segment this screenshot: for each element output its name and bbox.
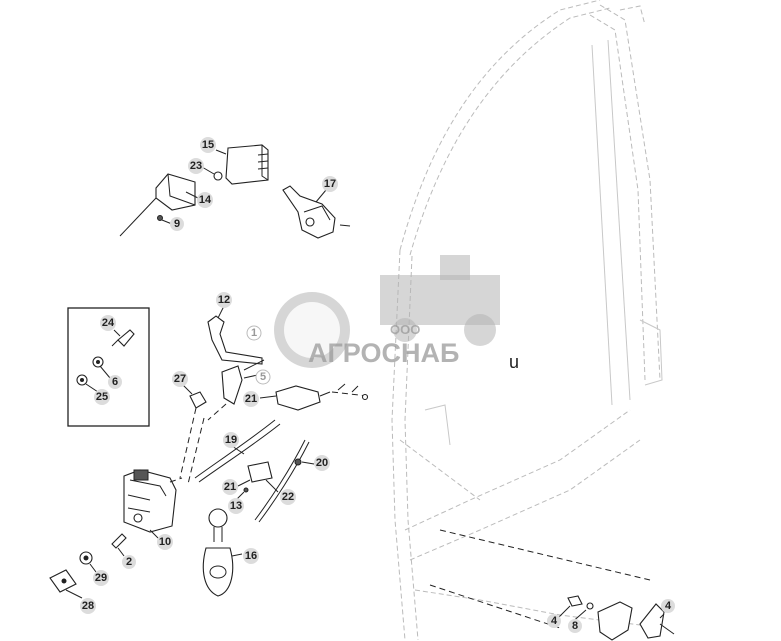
- callout-23: 23: [188, 158, 204, 174]
- lock-body: [123, 469, 177, 533]
- svg-text:17: 17: [324, 178, 336, 190]
- step-assembly: [567, 595, 675, 641]
- svg-text:8: 8: [572, 620, 578, 632]
- washer: [586, 602, 594, 610]
- svg-text:29: 29: [95, 572, 107, 584]
- svg-text:14: 14: [199, 194, 212, 206]
- bolt: [189, 391, 207, 409]
- svg-text:23: 23: [190, 160, 202, 172]
- svg-text:15: 15: [202, 139, 214, 151]
- bracket: [155, 173, 196, 211]
- callout-5: 5: [255, 369, 271, 385]
- callout-28: 28: [80, 598, 96, 614]
- callout-4b: 4: [661, 599, 675, 613]
- svg-text:5: 5: [260, 371, 266, 383]
- callout-15: 15: [200, 137, 216, 153]
- svg-text:21: 21: [245, 393, 257, 405]
- callout-9: 9: [170, 217, 184, 231]
- bracket: [597, 601, 633, 641]
- callout-29: 29: [93, 570, 109, 586]
- screw: [243, 487, 249, 493]
- bracket: [639, 603, 665, 639]
- callout-21b: 21: [222, 479, 238, 495]
- callout-19: 19: [223, 432, 239, 448]
- clamp: [247, 461, 273, 483]
- switch: [275, 385, 321, 411]
- callout-2: 2: [122, 555, 136, 569]
- callout-27: 27: [172, 371, 188, 387]
- svg-text:9: 9: [174, 218, 180, 230]
- pin: [117, 329, 135, 347]
- leader-lines: [65, 149, 665, 625]
- svg-text:24: 24: [102, 317, 115, 329]
- clip: [294, 458, 302, 466]
- svg-text:12: 12: [218, 294, 230, 306]
- svg-text:6: 6: [112, 376, 118, 388]
- callout-4a: 4: [547, 614, 561, 628]
- callout-25: 25: [94, 389, 110, 405]
- svg-text:1: 1: [251, 327, 257, 339]
- bolt: [567, 595, 583, 607]
- svg-text:13: 13: [230, 500, 242, 512]
- stray-letter: u: [509, 352, 520, 372]
- watermark-prefix: ООО: [390, 322, 420, 337]
- callouts: 15 23 14 9 17 12 1 5 24 6 25 27 21 19 20…: [80, 137, 675, 633]
- callout-17: 17: [322, 176, 338, 192]
- svg-text:2: 2: [126, 556, 132, 568]
- callout-1: 1: [246, 325, 262, 341]
- callout-22: 22: [280, 489, 296, 505]
- cables: [194, 419, 310, 523]
- lock-assembly: [49, 469, 234, 597]
- nut: [213, 171, 223, 181]
- latch-mechanism: [179, 315, 369, 485]
- screw: [157, 215, 163, 221]
- svg-text:27: 27: [174, 373, 186, 385]
- callout-12: 12: [216, 292, 232, 308]
- rod: [207, 315, 263, 365]
- svg-text:4: 4: [665, 600, 672, 612]
- svg-text:10: 10: [159, 536, 171, 548]
- svg-text:16: 16: [245, 550, 257, 562]
- svg-text:20: 20: [316, 457, 328, 469]
- callout-24: 24: [100, 315, 116, 331]
- callout-13: 13: [228, 498, 244, 514]
- watermark-logo: ООО АГРОСНАБ: [274, 255, 500, 368]
- callout-8: 8: [568, 619, 582, 633]
- callout-20: 20: [314, 455, 330, 471]
- module-assembly: [119, 144, 351, 239]
- lever: [221, 365, 243, 405]
- svg-text:28: 28: [82, 600, 94, 612]
- svg-text:4: 4: [551, 615, 558, 627]
- ring: [208, 508, 228, 528]
- screw: [111, 533, 127, 549]
- svg-text:21: 21: [224, 481, 236, 493]
- svg-text:19: 19: [225, 434, 237, 446]
- svg-text:22: 22: [282, 491, 294, 503]
- callout-14: 14: [197, 192, 213, 208]
- watermark-company: АГРОСНАБ: [308, 338, 459, 368]
- door-actuator: [282, 185, 336, 239]
- callout-21a: 21: [243, 391, 259, 407]
- callout-16: 16: [243, 548, 259, 564]
- callout-10: 10: [157, 534, 173, 550]
- callout-6: 6: [108, 375, 122, 389]
- svg-text:25: 25: [96, 391, 108, 403]
